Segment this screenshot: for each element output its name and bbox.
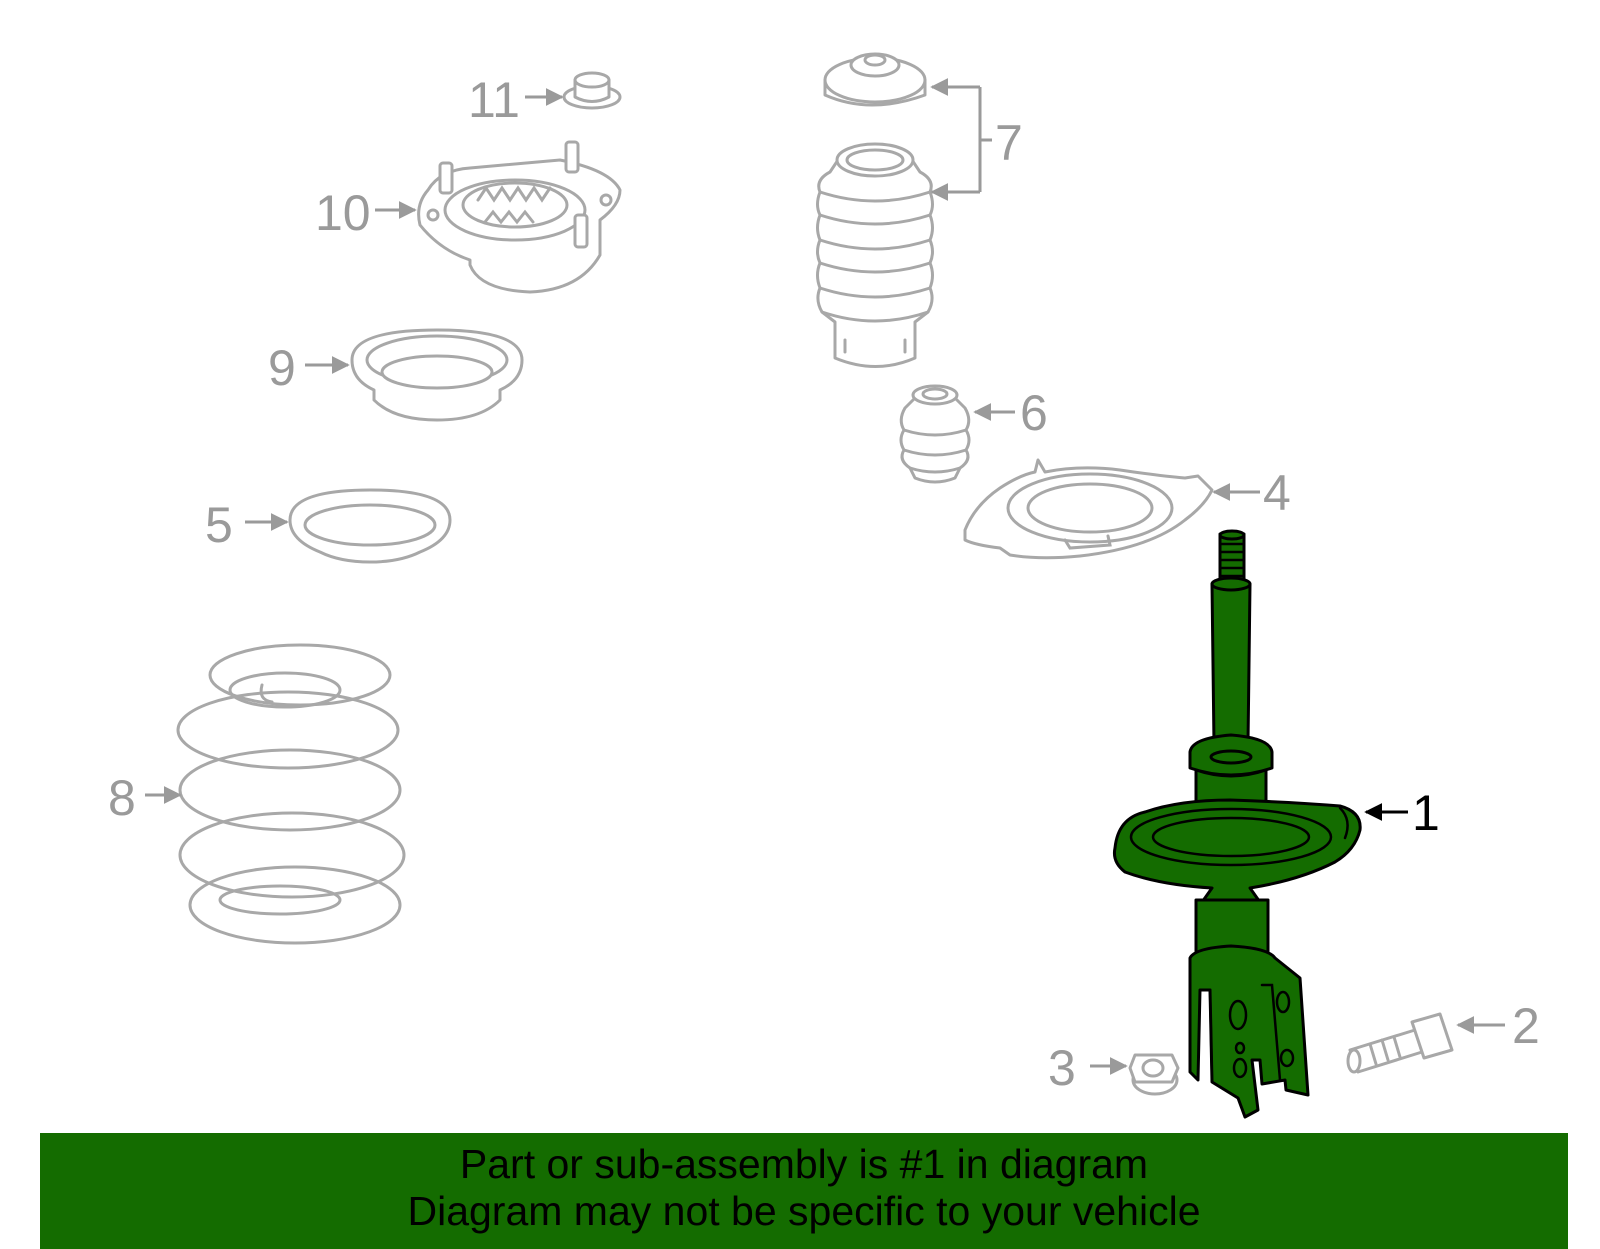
callout-2: 2 <box>1512 998 1540 1054</box>
part-3-flange-nut <box>1128 1053 1180 1096</box>
callout-3: 3 <box>1048 1040 1076 1096</box>
part-10-strut-mount <box>417 140 622 294</box>
part-6-jounce-bumper <box>899 384 971 484</box>
callout-4: 4 <box>1263 465 1291 521</box>
callout-9: 9 <box>268 340 296 396</box>
exploded-parts-diagram: 11 10 9 5 8 <box>108 52 1540 1119</box>
callout-8: 8 <box>108 770 136 826</box>
part-4-spring-seat <box>963 458 1214 560</box>
callout-1: 1 <box>1412 785 1440 841</box>
bracket-7 <box>932 85 982 194</box>
part-11-nut <box>562 71 622 110</box>
callout-5: 5 <box>205 497 233 553</box>
part-7-dust-boot <box>816 52 934 368</box>
banner-line-2: Diagram may not be specific to your vehi… <box>407 1188 1201 1234</box>
info-banner: Part or sub-assembly is #1 in diagram Di… <box>40 1133 1568 1249</box>
callout-11: 11 <box>468 72 520 128</box>
banner-line-1: Part or sub-assembly is #1 in diagram <box>459 1141 1149 1187</box>
callout-7: 7 <box>995 115 1023 171</box>
callout-10: 10 <box>315 185 371 241</box>
part-2-bolt <box>1346 1012 1454 1074</box>
part-8-coil-spring <box>176 643 406 945</box>
part-9-upper-insulator <box>350 328 524 422</box>
callout-6: 6 <box>1020 385 1048 441</box>
part-5-lower-insulator <box>288 488 452 564</box>
part-1-strut-assembly <box>1113 529 1362 1119</box>
